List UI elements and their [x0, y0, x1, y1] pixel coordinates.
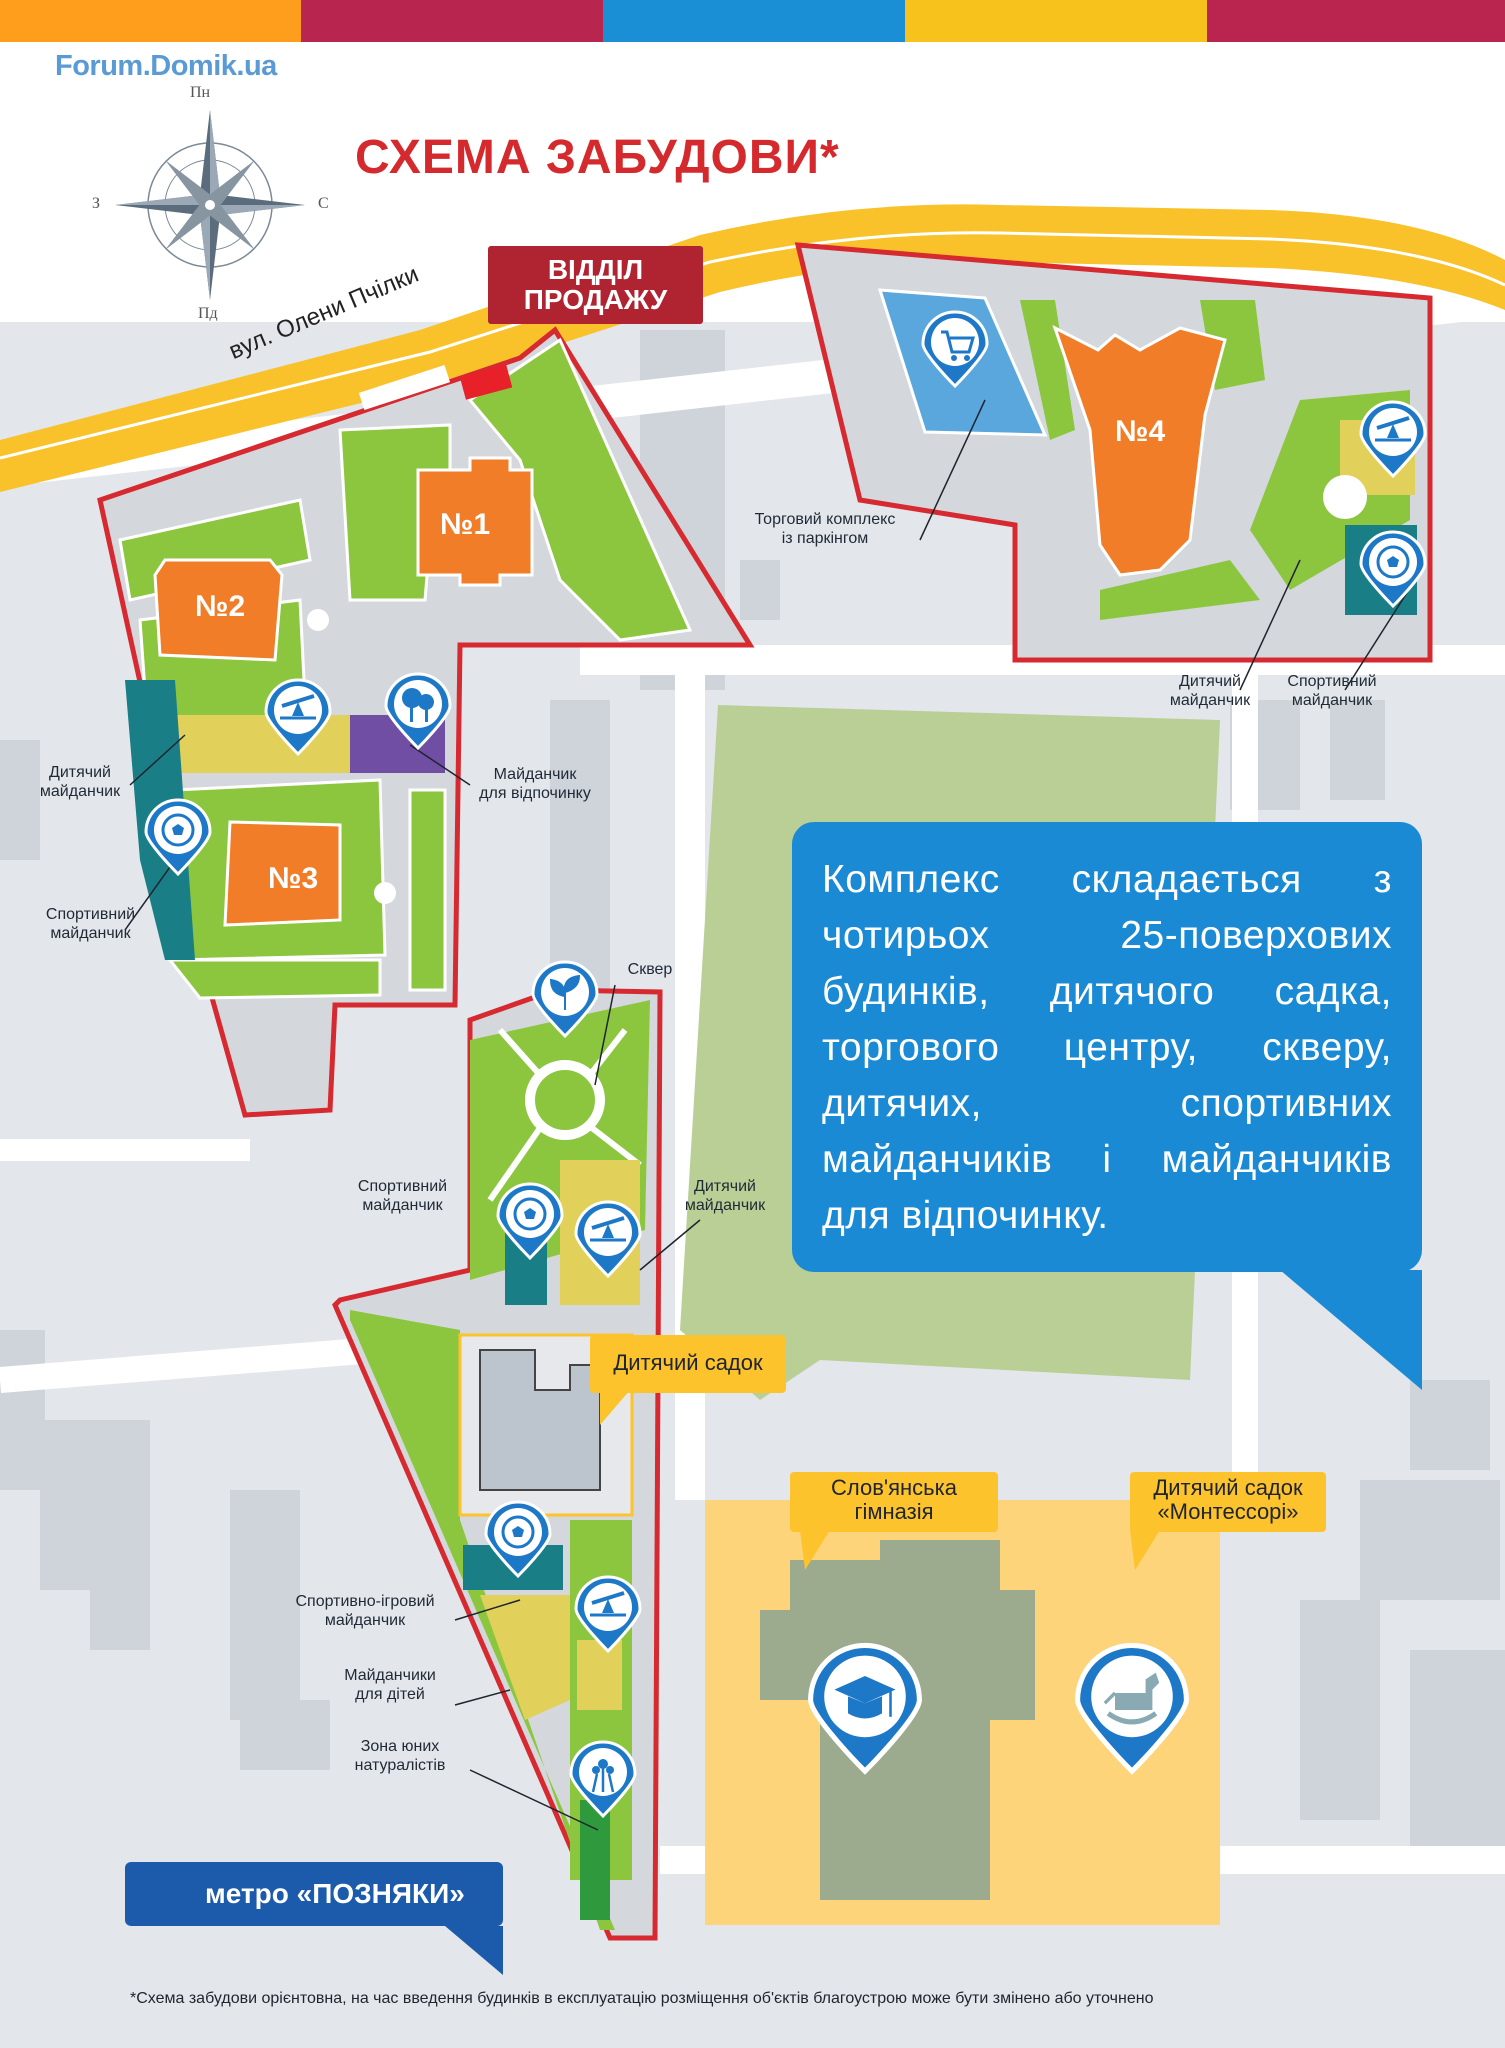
sales-office-line2: ПРОДАЖУ: [523, 284, 668, 315]
top-stripe: [603, 0, 905, 42]
label-line: Дитячий: [49, 764, 111, 781]
top-stripe: [905, 0, 1207, 42]
compass-north-label: Пн: [190, 84, 211, 101]
gymnasium-tag: Слов'янська гімназія: [790, 1472, 998, 1532]
compass-west-label: З: [92, 195, 101, 212]
building-4-label: №4: [1115, 415, 1166, 448]
info-box: Комплекс складається з чотирьох 25-повер…: [792, 822, 1422, 1272]
top-stripe: [0, 0, 301, 42]
label-line: майданчик: [1169, 692, 1251, 709]
naturalists-label: Зона юних натуралістів: [340, 1737, 460, 1775]
top-stripe: [1207, 0, 1505, 42]
naturalists-area: [580, 1800, 610, 1920]
building-3-label: №3: [268, 862, 319, 895]
label-line: Майданчики: [344, 1667, 436, 1684]
tree-icon: [384, 672, 452, 750]
label-line: майданчик: [684, 1197, 766, 1214]
label-line: натуралістів: [354, 1757, 446, 1774]
sport-middle-label: Спортивний майданчик: [340, 1177, 465, 1215]
label-line: Майданчик: [493, 766, 577, 783]
playground-left-label: Дитячий майданчик: [25, 763, 135, 801]
montessori-tag: Дитячий садок «Монтессорі»: [1130, 1472, 1326, 1532]
label-line: «Монтессорі»: [1157, 1499, 1299, 1524]
kindergarten-tag: Дитячий садок: [590, 1335, 786, 1393]
sport-b4-label: Спортивний майданчик: [1272, 672, 1392, 710]
label-line: для відпочинку: [479, 785, 591, 802]
top-stripe: [301, 0, 603, 42]
kids-areas-label: Майданчики для дітей: [330, 1666, 450, 1704]
building-2: [153, 558, 284, 662]
compass-south-label: Пд: [198, 305, 218, 322]
label-line: майданчик: [1291, 692, 1373, 709]
label-line: майданчик: [362, 1197, 443, 1214]
label-line: Спортивний: [357, 1178, 448, 1195]
shopping-complex-label: Торговий комплекс із паркінгом: [725, 510, 925, 548]
sport-left-label: Спортивний майданчик: [28, 905, 153, 943]
metro-label: метро «ПОЗНЯКИ»: [205, 1878, 465, 1909]
label-line: Спортивний: [45, 906, 136, 923]
playground-middle-label: Дитячий майданчик: [670, 1177, 780, 1215]
label-line: Дитячий: [1179, 673, 1241, 690]
sales-office-line1: ВІДДІЛ: [547, 254, 644, 285]
rocking-horse-icon: [1078, 1645, 1187, 1771]
label-line: гімназія: [854, 1499, 934, 1524]
compass-rose-icon: [115, 110, 305, 300]
sales-office-marker: [459, 364, 513, 400]
footnote: *Схема забудови орієнтовна, на час введе…: [130, 1990, 1154, 2007]
square-label: Сквер: [627, 961, 673, 978]
building-3: [223, 820, 342, 927]
label-line: Торговий комплекс: [754, 511, 896, 528]
label-line: майданчик: [50, 925, 131, 942]
sport-game-label: Спортивно-ігровий майданчик: [285, 1592, 445, 1630]
rest-area-label: Майданчик для відпочинку: [465, 765, 605, 803]
graduation-cap-icon: [811, 1645, 920, 1771]
watermark: Forum.Domik.ua: [55, 50, 277, 82]
building-2-label: №2: [195, 590, 246, 623]
page-title: СХЕМА ЗАБУДОВИ*: [355, 131, 840, 184]
label-line: майданчик: [324, 1612, 406, 1629]
label-line: із паркінгом: [781, 530, 869, 547]
main-road: [0, 204, 1505, 492]
label-line: Зона юних: [360, 1738, 440, 1755]
label-line: Дитячий садок: [1153, 1475, 1303, 1500]
sales-office-label: ВІДДІЛ ПРОДАЖУ: [488, 246, 703, 324]
label-line: Дитячий: [694, 1178, 756, 1195]
label-line: Спортивний: [1287, 673, 1377, 690]
building-1-label: №1: [440, 508, 491, 541]
kindergarten-building: [479, 1349, 601, 1491]
playground-b4-label: Дитячий майданчик: [1150, 672, 1270, 710]
metro-sign: метро «ПОЗНЯКИ»: [125, 1862, 503, 1926]
flower-icon: [569, 1740, 637, 1818]
label-line: Спортивно-ігровий: [295, 1593, 435, 1610]
kids-areas: [480, 1595, 570, 1720]
sprout-icon: [531, 960, 599, 1038]
shopping-cart-icon: [921, 310, 989, 388]
compass-east-label: С: [318, 195, 329, 212]
label-line: для дітей: [355, 1686, 425, 1703]
label-line: майданчик: [39, 783, 121, 800]
building-1: [416, 456, 534, 587]
building-4: [1052, 324, 1227, 577]
label-line: Слов'янська: [831, 1475, 957, 1500]
